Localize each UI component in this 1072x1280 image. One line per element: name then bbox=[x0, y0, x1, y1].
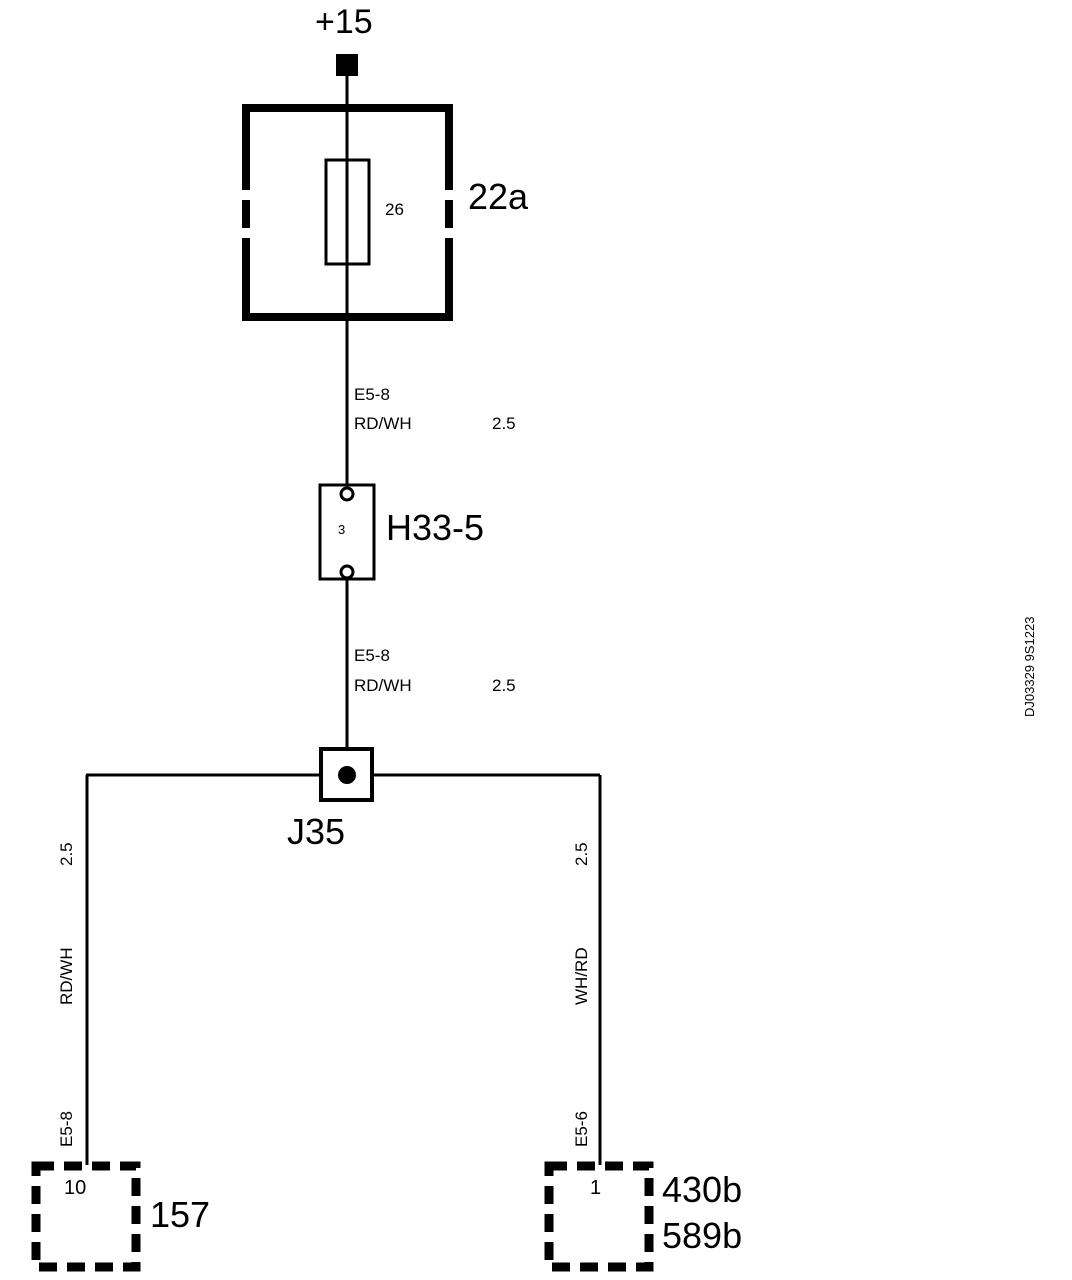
fuse-number: 26 bbox=[385, 200, 404, 219]
junction-box bbox=[319, 747, 374, 802]
document-code: DJ03329 9S1223 bbox=[1022, 617, 1037, 717]
wire-size-2: 2.5 bbox=[492, 676, 516, 695]
connector-pin-number: 3 bbox=[338, 522, 345, 537]
component-left-id: 157 bbox=[150, 1194, 210, 1235]
supply-label: +15 bbox=[315, 3, 373, 41]
component-left-box bbox=[31, 1161, 141, 1272]
right-wire-color: WH/RD bbox=[572, 947, 591, 1005]
supply-terminal bbox=[336, 54, 358, 76]
connector-id: H33-5 bbox=[386, 507, 484, 548]
wire-color: RD/WH bbox=[354, 414, 412, 433]
right-wire-size: 2.5 bbox=[572, 842, 591, 866]
wire-code: E5-8 bbox=[354, 385, 390, 404]
connector-pin-bottom bbox=[339, 564, 355, 580]
wire-size: 2.5 bbox=[492, 414, 516, 433]
wire-color-2: RD/WH bbox=[354, 676, 412, 695]
left-wire-color: RD/WH bbox=[57, 947, 76, 1005]
component-right-id-2: 589b bbox=[662, 1215, 742, 1256]
right-wire-code: E5-6 bbox=[572, 1111, 591, 1147]
component-right-pin: 1 bbox=[590, 1177, 601, 1199]
component-right-id-1: 430b bbox=[662, 1169, 742, 1210]
junction-id: J35 bbox=[287, 811, 345, 852]
component-right-box bbox=[544, 1161, 654, 1272]
junction-dot bbox=[338, 766, 356, 784]
fuse-box-id: 22a bbox=[468, 176, 529, 217]
component-left-pin: 10 bbox=[64, 1177, 86, 1199]
fuse-box-outline bbox=[242, 104, 453, 321]
left-wire-code: E5-8 bbox=[57, 1111, 76, 1147]
connector-pin-top bbox=[339, 486, 355, 502]
left-wire-size: 2.5 bbox=[57, 842, 76, 866]
wire-code-2: E5-8 bbox=[354, 646, 390, 665]
